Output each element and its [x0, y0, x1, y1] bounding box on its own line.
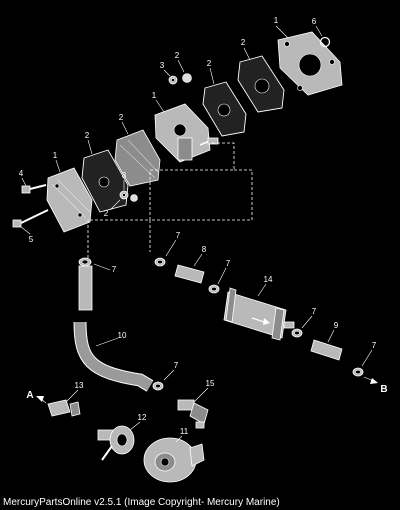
callout-14-filter: 14: [264, 275, 273, 284]
arrow-b: [370, 378, 378, 384]
callout-3-mid: 3: [122, 171, 127, 180]
copyright-footer: MercuryPartsOnline v2.5.1 (Image Copyrig…: [3, 497, 280, 508]
callout-2-diaphragm: 2: [119, 113, 124, 122]
hose-clamp-a: [78, 257, 92, 267]
pump-cover-top: [277, 31, 343, 96]
gasket-mid-left: [81, 149, 129, 213]
fuel-filter: [223, 287, 295, 341]
hose-short-two: [310, 339, 343, 361]
o-ring: [319, 36, 331, 48]
elbow-fitting: [177, 399, 209, 429]
callout-7-clamp-a: 7: [112, 265, 117, 274]
callout-2-gasket-top: 2: [241, 38, 246, 47]
assembly-line-right: [149, 169, 253, 252]
hose-clamp-b: [154, 257, 166, 267]
callout-10-hose: 10: [118, 331, 127, 340]
hose-fitting-short: [47, 399, 81, 417]
marker-b: B: [380, 384, 387, 395]
callout-2-check-valve-top: 2: [175, 51, 180, 60]
callout-2-check-valve-mid: 2: [104, 209, 109, 218]
callout-1-end-cover: 1: [53, 151, 58, 160]
callout-7-clamp-d: 7: [312, 307, 317, 316]
hose-clamp-c: [208, 284, 220, 294]
callout-4-screw: 4: [19, 169, 24, 178]
gasket-second: [202, 81, 247, 137]
hose-clamp-f: [152, 381, 164, 391]
callout-12-connector: 12: [138, 413, 147, 422]
check-valve-mid: [119, 190, 138, 202]
hose-short: [174, 264, 205, 284]
callout-1-pump-body: 1: [152, 91, 157, 100]
leader-lines: [19, 25, 373, 443]
check-valve-top: [168, 73, 192, 85]
screw-upper: [21, 184, 47, 194]
callout-8-hose: 8: [202, 245, 207, 254]
pump-end-cover-left: [46, 167, 93, 233]
fuel-connector: [97, 425, 135, 461]
callout-3-top: 3: [160, 61, 165, 70]
hose-clamp-d: [291, 328, 303, 338]
gasket-top: [237, 55, 285, 113]
arrow-a: [36, 396, 44, 402]
callout-2-gasket-mid: 2: [85, 131, 90, 140]
callout-7-clamp-f: 7: [174, 361, 179, 370]
callout-5-screw: 5: [29, 235, 34, 244]
pump-body: [154, 103, 219, 163]
callout-7-clamp-e: 7: [372, 341, 377, 350]
callout-2-gasket-second: 2: [207, 59, 212, 68]
screw-lower: [12, 209, 49, 228]
marker-a: A: [26, 390, 33, 401]
primer-bulb: [143, 437, 205, 483]
hose-vertical: [78, 265, 93, 311]
callout-9-hose: 9: [334, 321, 339, 330]
callout-11-bulb: 11: [180, 427, 189, 436]
hose-bent: [73, 321, 154, 392]
callout-15-elbow: 15: [206, 379, 215, 388]
callout-7-clamp-c: 7: [226, 259, 231, 268]
assembly-line-left: [87, 142, 235, 258]
diaphragm-plate: [114, 129, 161, 187]
callout-13-fitting: 13: [75, 381, 84, 390]
callout-1-cover: 1: [274, 16, 279, 25]
hose-clamp-e: [352, 367, 364, 377]
callout-7-clamp-b: 7: [176, 231, 181, 240]
callout-6-o-ring: 6: [312, 17, 317, 26]
